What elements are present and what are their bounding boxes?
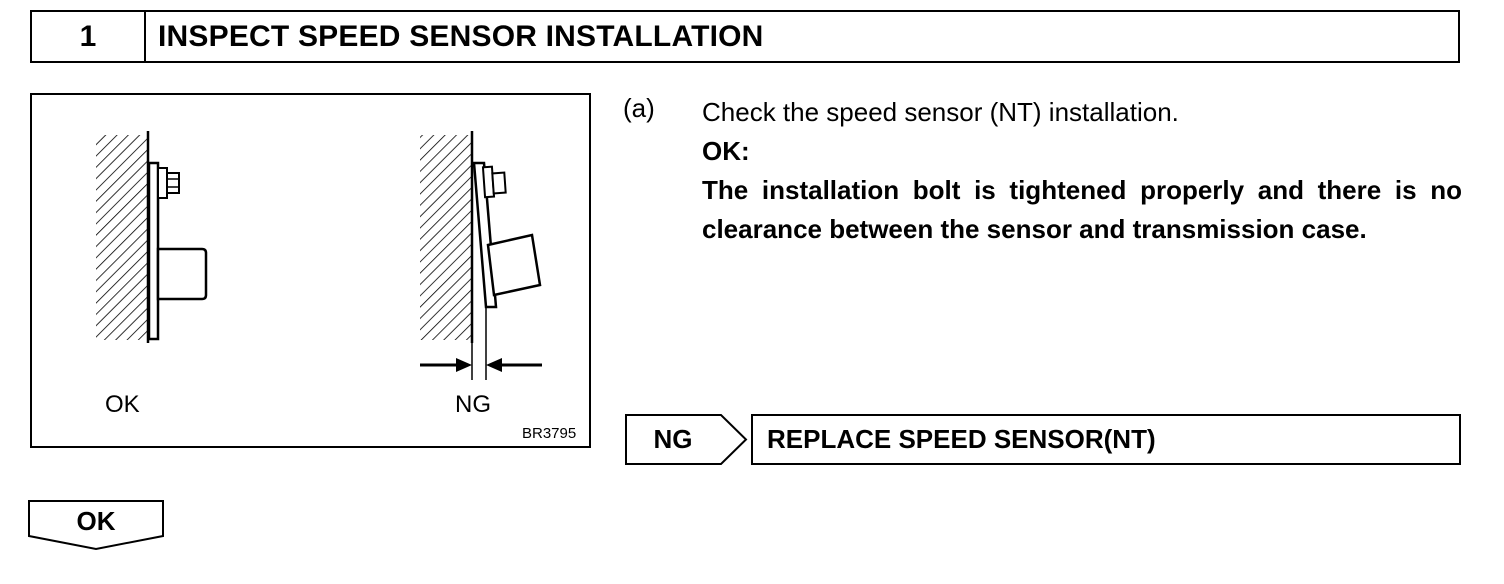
- sensor-illustration: OK NG BR3795: [30, 93, 591, 448]
- ng-action-text: REPLACE SPEED SENSOR(NT): [767, 424, 1156, 454]
- ok-result-label: OK: [76, 505, 116, 536]
- step-header: 1 INSPECT SPEED SENSOR INSTALLATION: [30, 10, 1460, 63]
- step-number: 1: [32, 12, 146, 61]
- ok-label: OK: [105, 391, 140, 418]
- ng-action-box: REPLACE SPEED SENSOR(NT): [751, 414, 1461, 465]
- ok-criteria-text: The installation bolt is tightened prope…: [702, 175, 1462, 244]
- sub-step-letter: (a): [623, 93, 655, 123]
- instruction-block: Check the speed sensor (NT) installation…: [702, 93, 1462, 249]
- ng-sensor-drawing: [420, 131, 542, 380]
- ng-result-label: NG: [653, 423, 693, 454]
- ok-arrow-icon: [28, 500, 164, 551]
- step-title: INSPECT SPEED SENSOR INSTALLATION: [158, 19, 764, 53]
- sensor-diagram: [96, 131, 542, 380]
- ng-arrow-icon: [625, 414, 748, 465]
- ng-label: NG: [455, 391, 491, 418]
- ok-sensor-drawing: [96, 131, 208, 343]
- figure-code: BR3795: [522, 425, 577, 442]
- instruction-text: Check the speed sensor (NT) installation…: [702, 97, 1179, 127]
- ok-criteria-label: OK:: [702, 136, 750, 166]
